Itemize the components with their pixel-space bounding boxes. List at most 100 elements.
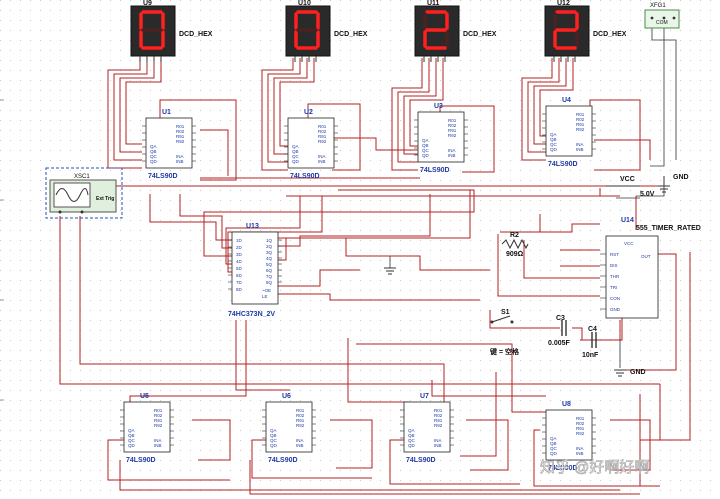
counter-pin: R92 <box>576 431 585 436</box>
counter-pin: INB <box>154 443 162 448</box>
resistor-r2[interactable]: R2 909Ω <box>501 232 529 258</box>
latch-pin: ~OE <box>262 288 271 293</box>
counter-pin: INA <box>176 154 184 159</box>
latch-pin: 6D <box>236 273 243 278</box>
latch-74hc373[interactable]: U13 74HC373N_2V 1D2D3D4D5D6D7D8D~OELE1Q2… <box>228 223 282 318</box>
counter-body[interactable] <box>265 401 313 453</box>
latch-pin: 5Q <box>266 262 273 267</box>
latch-pin: 7D <box>236 280 243 285</box>
counter-pin: R02 <box>296 413 305 418</box>
counter-body[interactable] <box>403 401 451 453</box>
counter-pin: QA <box>408 428 415 433</box>
gnd-bottom[interactable]: GND <box>614 369 646 377</box>
counter-pin: R01 <box>318 124 327 129</box>
latch-ref: U13 <box>246 223 259 230</box>
xfg-ref: XFG1 <box>650 3 666 9</box>
counter-pin: QB <box>408 433 415 438</box>
counter-pin: R91 <box>576 122 585 127</box>
counter-pin: R92 <box>448 133 457 138</box>
timer-555[interactable]: U14 555_TIMER_RATED VCC OUT RSTDISTHRTRI… <box>600 217 701 319</box>
timer-pin: RST <box>610 252 619 257</box>
counter-part: 74LS90D <box>548 465 578 472</box>
timer-ref: U14 <box>621 217 634 224</box>
counter-body[interactable] <box>145 117 193 169</box>
switch-s1[interactable]: S1 键 = 空格 <box>489 309 520 356</box>
timer-out-pin: OUT <box>641 254 651 259</box>
gnd-top-label: GND <box>673 174 689 181</box>
counter-body[interactable] <box>545 105 593 157</box>
c3-ref: C3 <box>556 315 565 322</box>
timer-pin: TRI <box>610 285 617 290</box>
counter-pin: R02 <box>576 421 585 426</box>
function-generator-xfg1[interactable]: XFG1 COM <box>644 3 680 29</box>
counter-pin: R92 <box>154 423 163 428</box>
counter-body[interactable] <box>123 401 171 453</box>
counter-pin: QD <box>422 153 430 158</box>
counter-pin: QA <box>292 144 299 149</box>
latch-pin: 3D <box>236 252 243 257</box>
vcc-source[interactable]: VCC 5.0V <box>606 176 655 198</box>
counter-body[interactable] <box>417 111 465 163</box>
counter-ref: U8 <box>562 401 571 408</box>
display-label: DCD_HEX <box>463 31 497 38</box>
left-ruler <box>0 99 4 401</box>
counter-body[interactable] <box>287 117 335 169</box>
counter-body[interactable] <box>545 409 593 461</box>
counter-pin: QB <box>550 137 557 142</box>
oscilloscope-xsc1[interactable]: XSC1 Ext Trig <box>45 167 123 219</box>
timer-body[interactable] <box>605 235 659 319</box>
gnd-top[interactable]: GND <box>658 174 689 193</box>
display-label: DCD_HEX <box>593 31 627 38</box>
counter-pin: R91 <box>576 426 585 431</box>
counter-part: 74LS90D <box>268 457 298 464</box>
counter-pin: R02 <box>576 117 585 122</box>
latch-body[interactable] <box>231 231 279 305</box>
counter-pin: R91 <box>448 128 457 133</box>
latch-pin: 4D <box>236 259 243 264</box>
wires <box>59 58 691 495</box>
counter-pin: QA <box>550 436 557 441</box>
watermark: 知乎 @好啊好啊 <box>540 459 649 476</box>
counter-ref: U7 <box>420 393 429 400</box>
xsc-trig: Ext Trig <box>96 196 114 202</box>
capacitor-c4[interactable]: C4 10nF <box>582 326 599 359</box>
timer-pin: DIS <box>610 263 618 268</box>
counter-pin: QC <box>292 154 300 159</box>
counter-pin: R01 <box>576 112 585 117</box>
latch-pin: 8D <box>236 287 243 292</box>
counter-pin: QC <box>422 148 430 153</box>
capacitor-c3[interactable]: C3 0.005F <box>548 315 571 347</box>
counter-pin: R92 <box>434 423 443 428</box>
counter-pin: R01 <box>448 118 457 123</box>
r2-value: 909Ω <box>506 251 524 258</box>
gnd-bottom-label: GND <box>630 369 646 376</box>
counter-pin: R02 <box>176 129 185 134</box>
xsc-ref: XSC1 <box>74 174 90 180</box>
counter-pin: R91 <box>318 134 327 139</box>
counter-pin: INA <box>576 142 584 147</box>
counter-pin: QA <box>422 138 429 143</box>
vcc-voltage: 5.0V <box>640 191 655 198</box>
counter-pin: R91 <box>434 418 443 423</box>
counter-ref: U6 <box>282 393 291 400</box>
gnd-mid[interactable] <box>384 267 396 275</box>
c4-ref: C4 <box>588 326 597 333</box>
counter-pin: QA <box>550 132 557 137</box>
